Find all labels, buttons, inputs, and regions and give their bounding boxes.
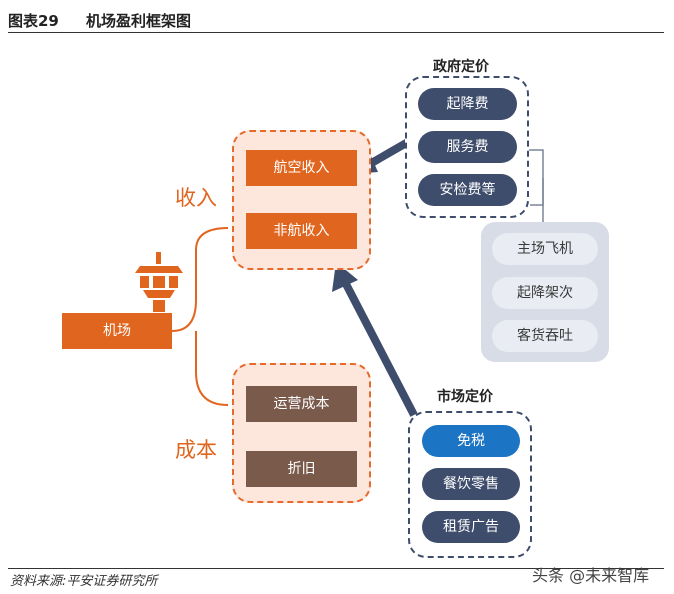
source-note: 资料来源:平安证券研究所 [10,574,158,589]
revenue-label: 收入 [175,186,217,210]
gov-arrow-line [366,138,410,169]
airline-revenue-box: 航空收入 [246,150,357,186]
figure-header: 图表29 机场盈利框架图 [8,4,664,33]
security-fee-box: 安检费等 [418,174,517,206]
cost-label: 成本 [175,438,217,462]
depreciation-box: 折旧 [246,451,357,487]
market-pricing-title: 市场定价 [437,389,493,405]
passenger-cargo-throughput-box: 客货吞吐 [492,320,598,352]
landing-fee-box: 起降费 [418,88,517,120]
gov-bracket [522,149,544,206]
aircraft-movements-box: 起降架次 [492,277,598,309]
duty-free-box: 免税 [422,425,520,457]
service-fee-box: 服务费 [418,131,517,163]
operating-cost-box: 运营成本 [246,386,357,422]
watermark: 头条 @未来智库 [532,566,650,585]
airport-box: 机场 [62,313,172,349]
market-arrow-line [342,282,418,417]
brace-connector [171,227,229,406]
leasing-advertising-box: 租赁广告 [422,511,520,543]
home-aircraft-box: 主场飞机 [492,233,598,265]
government-pricing-title: 政府定价 [433,59,489,75]
control-tower-icon [135,252,183,312]
figure-number: 图表29 [8,12,59,30]
food-retail-box: 餐饮零售 [422,468,520,500]
figure-title: 机场盈利框架图 [86,12,192,30]
footer-divider [8,568,664,569]
non-aero-revenue-box: 非航收入 [246,213,357,249]
